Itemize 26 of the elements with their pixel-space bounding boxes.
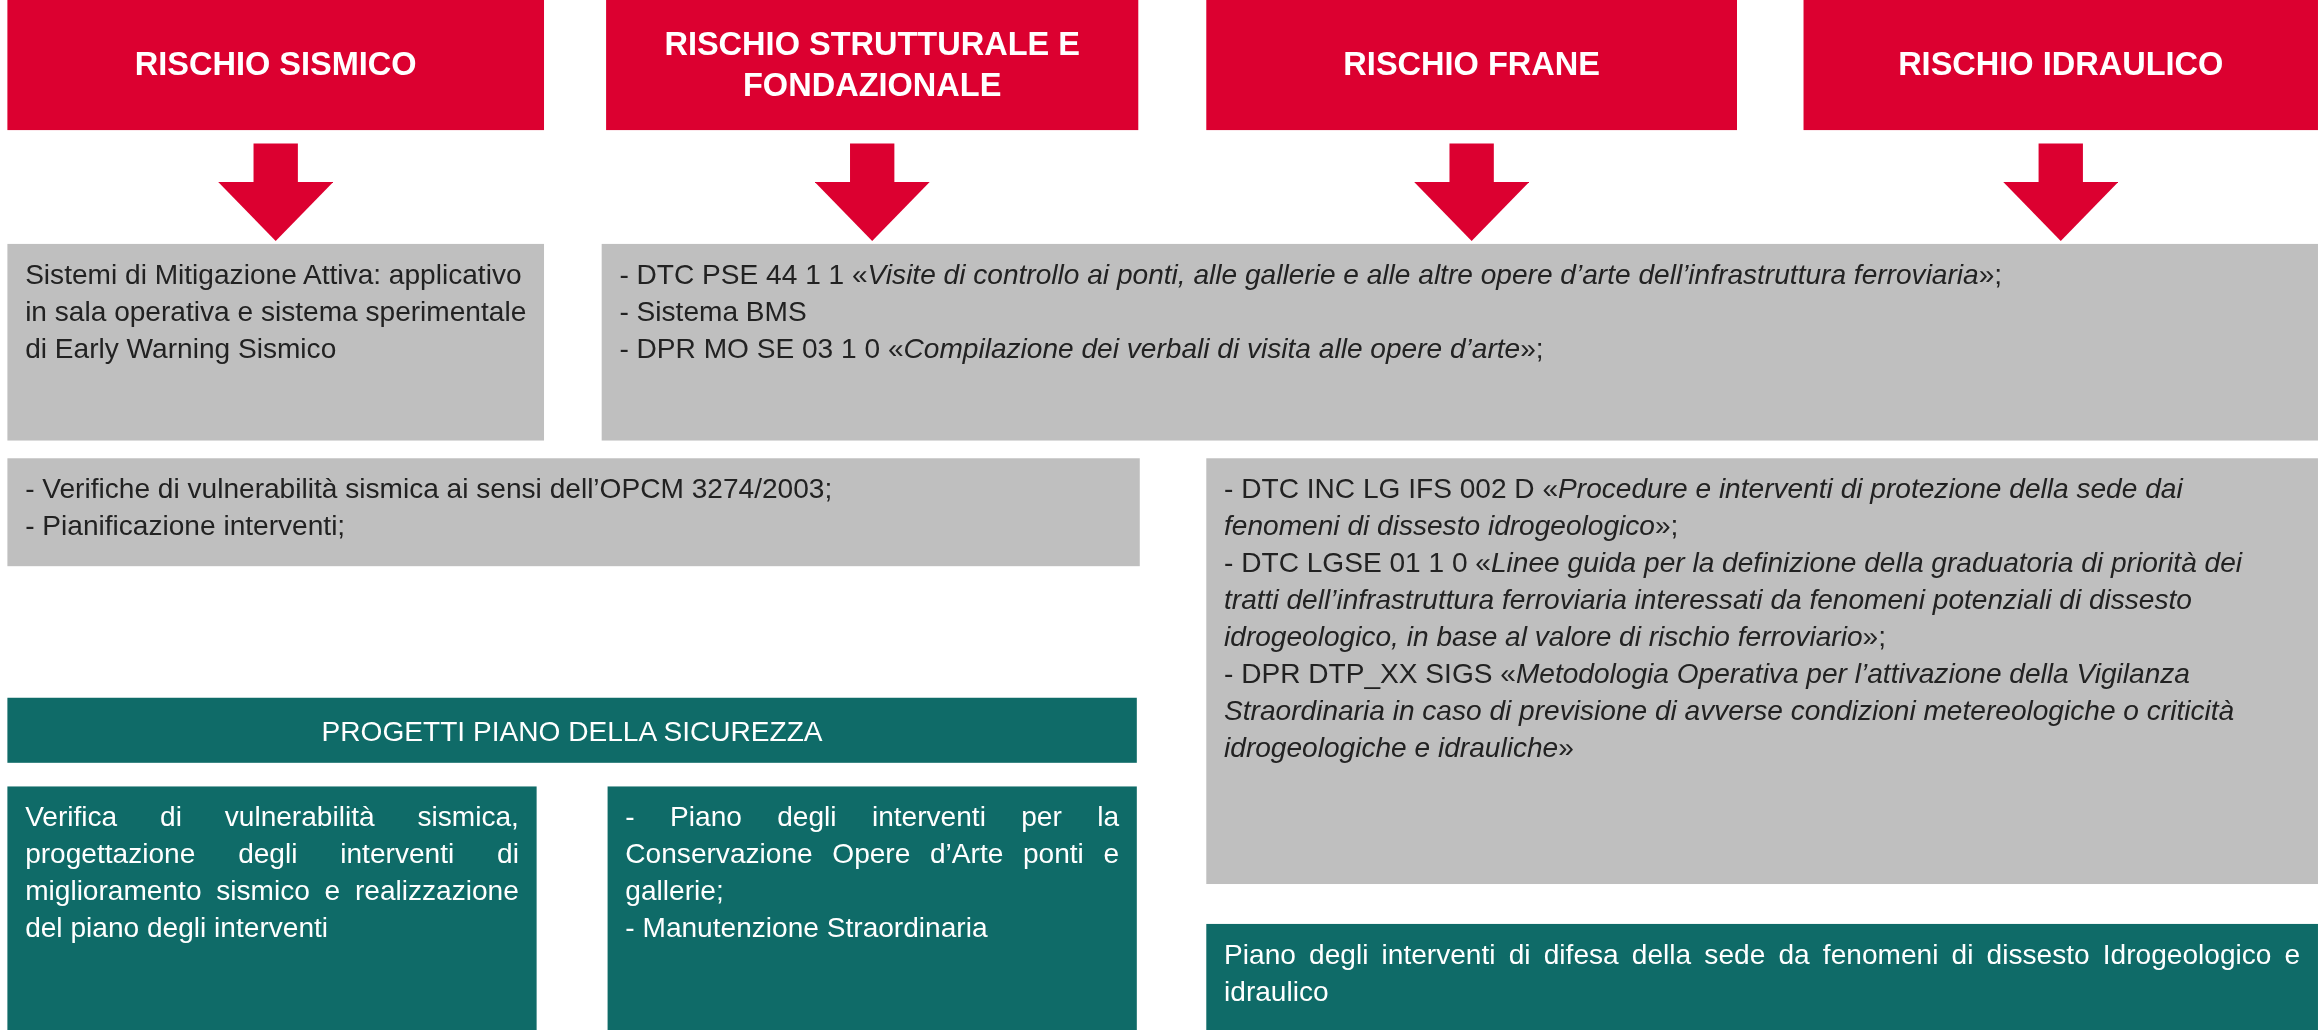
risk-header: RISCHIO IDRAULICO: [1803, 0, 2318, 131]
info-panel: [7, 458, 1140, 567]
list-item: - Piano degli interventi per la Conservazione Opere d’Arte ponti e gallerie;: [625, 800, 1120, 909]
project-panel: Piano degli interventi di difesa della sede da fenomeni di dissesto Idrogeologico e idraulico: [1206, 923, 2318, 1030]
list-item: - Pianificazione interventi;: [25, 509, 347, 544]
list-item: - Manutenzione Straordinaria: [625, 911, 989, 946]
project-panel: [607, 786, 1137, 1030]
info-panel: [1206, 458, 2318, 884]
info-panel: [601, 243, 2318, 441]
project-panel: Verifica di vulnerabilità sismica, progettazione degli interventi di miglioramento sismico e realizzazione del piano degli interventi: [7, 786, 537, 1030]
arrow: [2003, 143, 2119, 241]
risk-header: RISCHIO SISMICO: [7, 0, 544, 131]
section-header: PROGETTI PIANO DELLA SICUREZZA: [7, 697, 1137, 763]
list-item: - DTC PSE 44 1 1 «Visite di controllo ai ponti, alle gallerie e alle altre opere d’arte dell’infrastruttura ferroviaria»;: [619, 257, 2004, 292]
list-item: - Sistema BMS: [619, 294, 808, 329]
list-item: - DTC INC LG IFS 002 D «Procedure e interventi di protezione della sede dai fenomeni di dissesto idrogeologico»;: [1224, 472, 2185, 544]
arrow: [1414, 143, 1530, 241]
list-item: - DPR MO SE 03 1 0 «Compilazione dei verbali di visita alle opere d’arte»;: [619, 331, 1545, 366]
risk-header: RISCHIO FRANE: [1206, 0, 1737, 131]
arrow: [814, 143, 930, 241]
risk-header: RISCHIO STRUTTURALE E FONDAZIONALE: [606, 0, 1139, 131]
arrow: [218, 143, 334, 241]
info-panel: Sistemi di Mitigazione Attiva: applicativo in sala operativa e sistema sperimentale di Early Warning Sismico: [7, 243, 544, 441]
list-item: - DPR DTP_XX SIGS «Metodologia Operativa per l’attivazione della Vigilanza Straordinaria in caso di previsione di avverse condizioni metereologiche o criticità idrogeologiche e idrauliche»: [1224, 656, 2236, 765]
list-item: - DTC LGSE 01 1 0 «Linee guida per la definizione della graduatoria di priorità dei tratti dell’infrastruttura ferroviaria interessati da fenomeni potenziali di dissesto idrogeologico, in base al valore di rischio ferroviario»;: [1224, 545, 2244, 654]
list-item: - Verifiche di vulnerabilità sismica ai sensi dell’OPCM 3274/2003;: [25, 472, 834, 507]
